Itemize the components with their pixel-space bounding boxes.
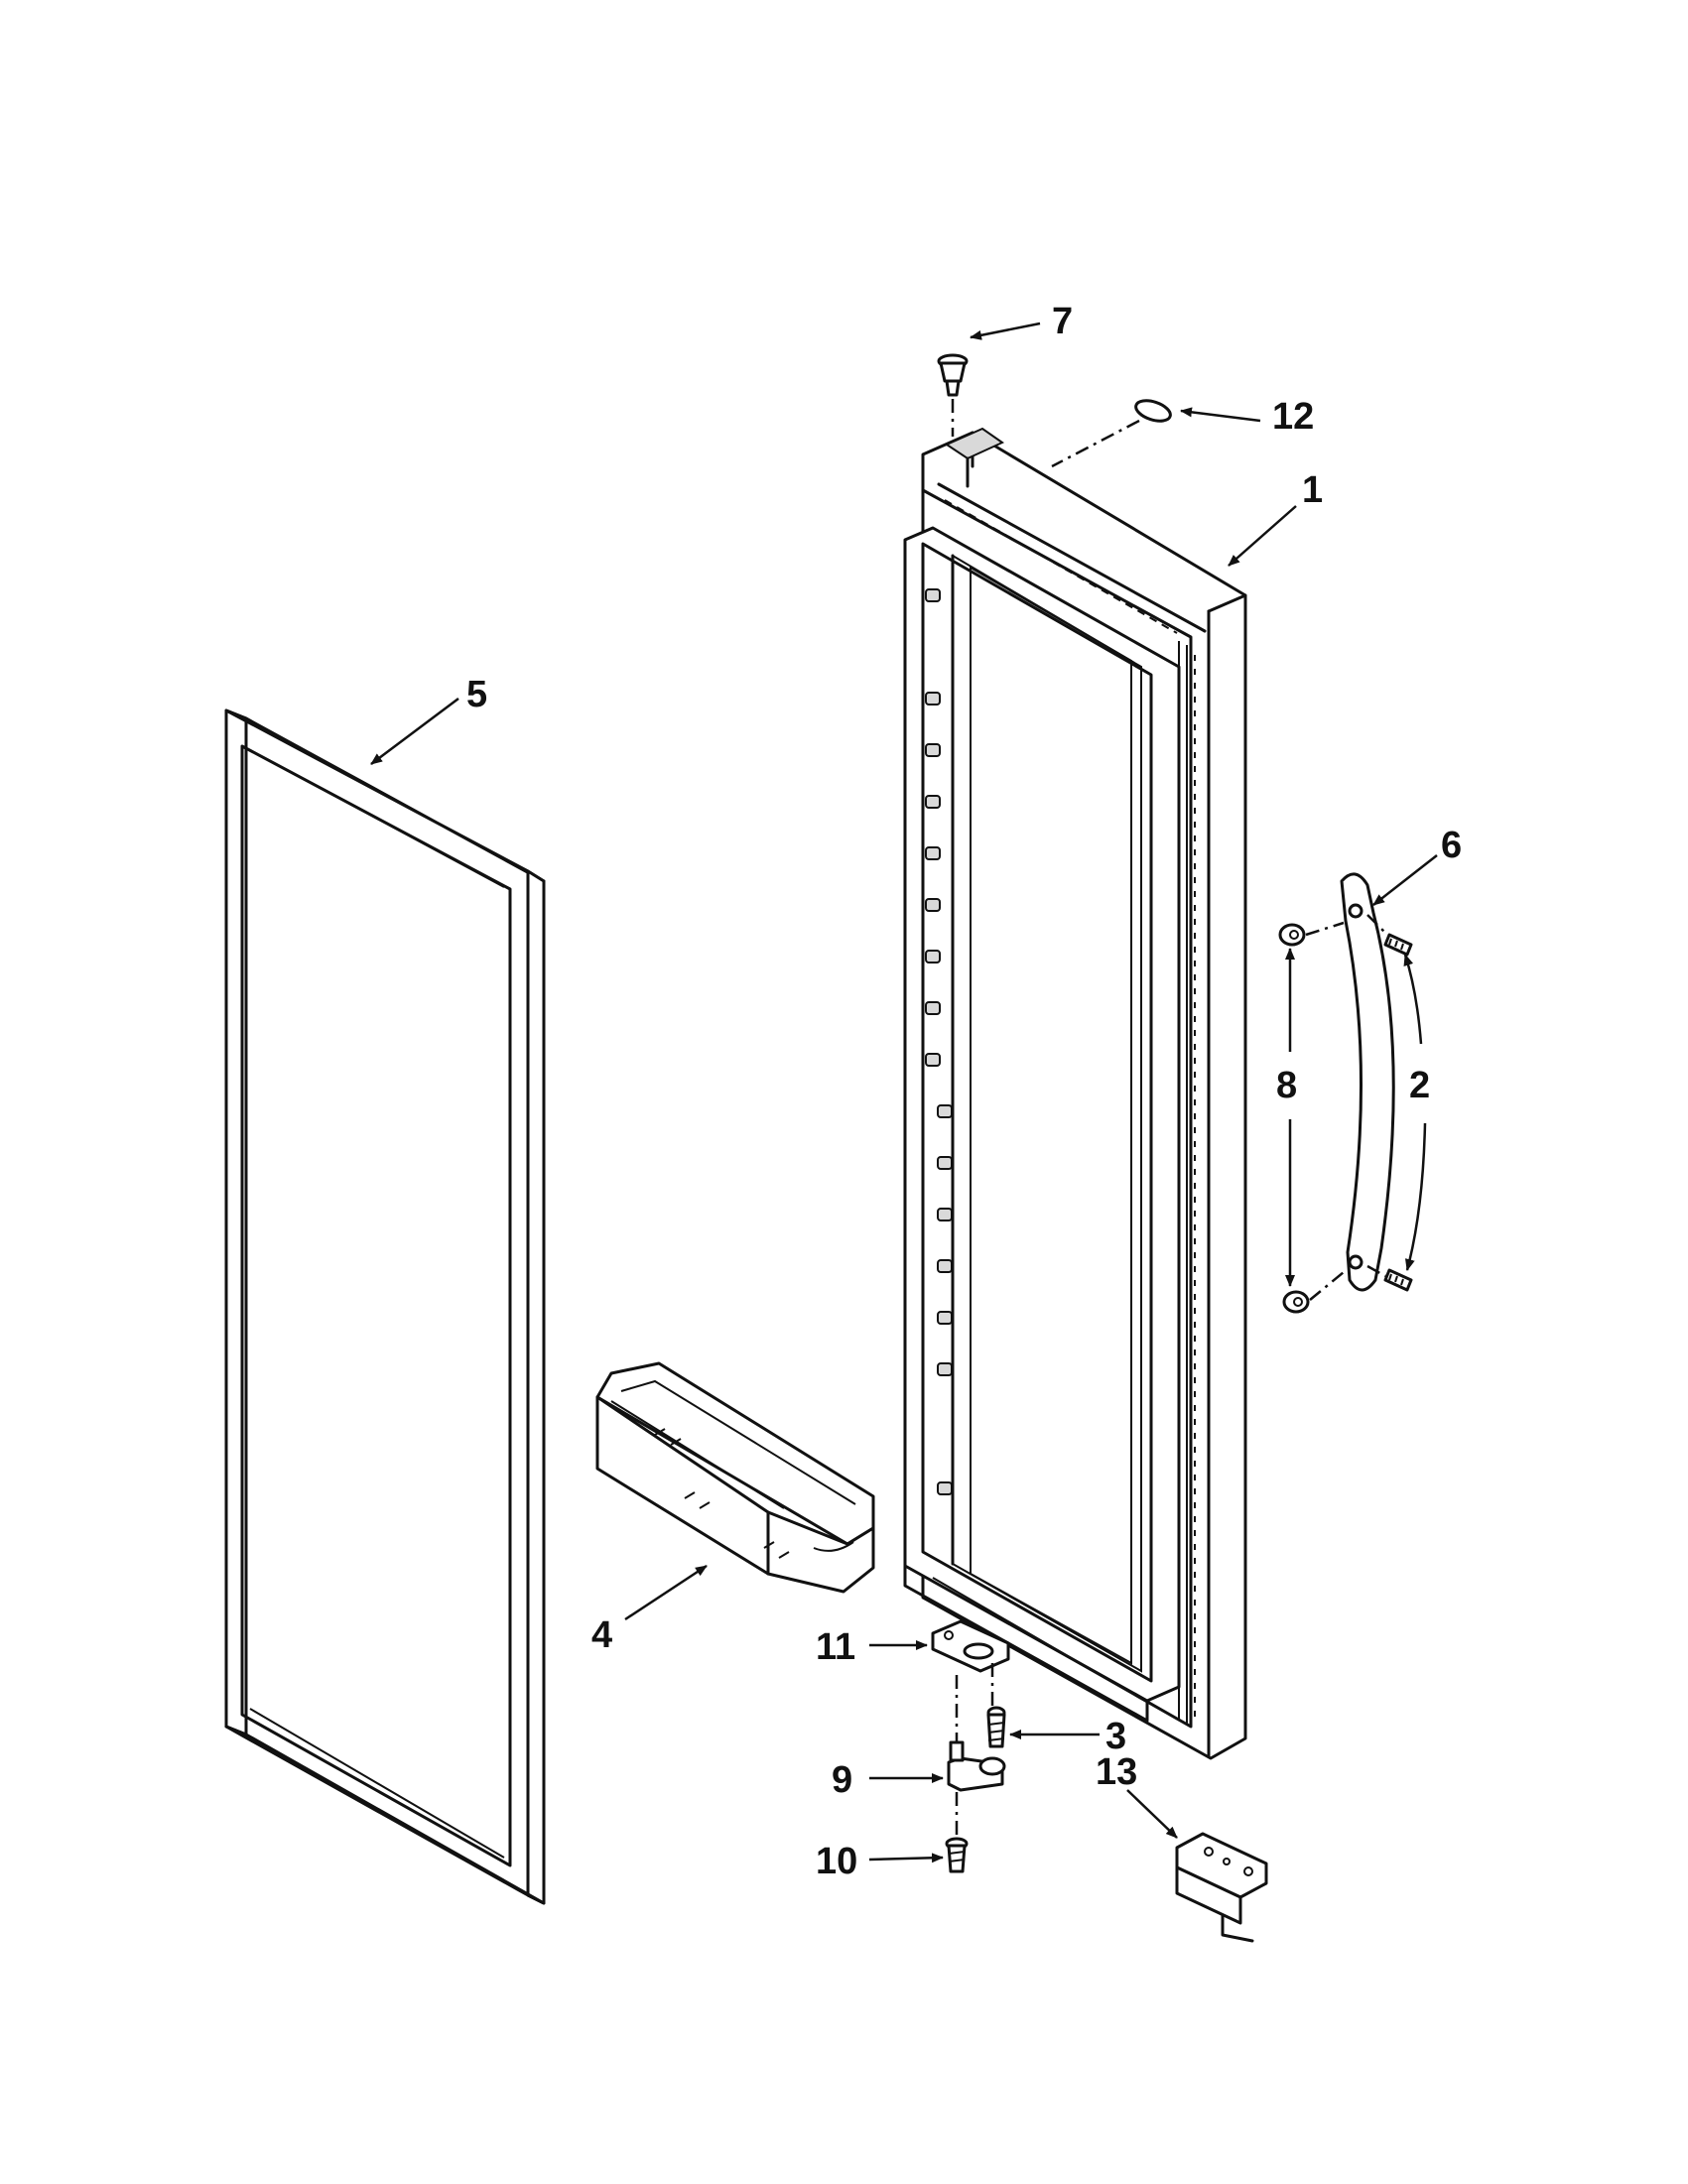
callout-2: 2 — [1409, 1065, 1430, 1106]
callout-5: 5 — [466, 674, 487, 715]
shelf-studs — [925, 588, 953, 1495]
bottom-hinge — [947, 1740, 1006, 1840]
hinge-cover — [1175, 1832, 1268, 1943]
callout-3: 3 — [1105, 1716, 1126, 1757]
handle-spacer — [1278, 923, 1310, 1314]
handle-screw — [1305, 914, 1413, 1301]
leader-lines — [370, 321, 1438, 1863]
callout-4: 4 — [591, 1614, 612, 1656]
hinge-mount-screw — [945, 1837, 969, 1873]
callout-6: 6 — [1441, 825, 1462, 866]
refrigerator-door — [903, 427, 1247, 1760]
door-bin — [595, 1361, 875, 1594]
callout-11: 11 — [816, 1626, 855, 1668]
callout-10: 10 — [816, 1841, 857, 1882]
door-gasket — [224, 708, 546, 1905]
door-handle — [1340, 872, 1395, 1292]
callout-9: 9 — [832, 1759, 852, 1801]
callout-1: 1 — [1302, 469, 1323, 511]
callout-13: 13 — [1096, 1751, 1137, 1793]
hinge-pin-bushing — [937, 353, 969, 437]
callout-12: 12 — [1272, 396, 1314, 438]
callout-labels: 1 2 3 4 5 6 7 8 9 10 11 12 13 — [466, 301, 1462, 1882]
callout-8: 8 — [1276, 1065, 1297, 1106]
hinge-screw — [986, 1706, 1006, 1748]
hole-plug — [1051, 399, 1172, 468]
callout-7: 7 — [1052, 301, 1073, 342]
hinge-shim — [931, 1619, 1010, 1752]
